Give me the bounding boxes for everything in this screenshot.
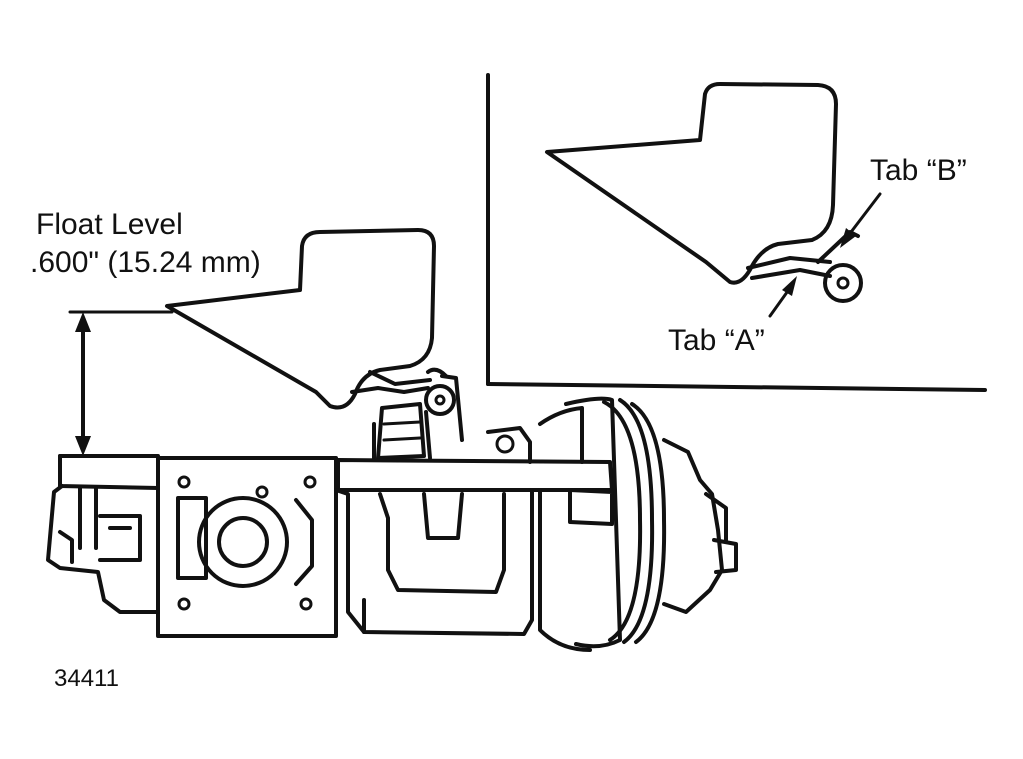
flange	[156, 456, 338, 638]
main-body-right	[486, 396, 738, 652]
main-body-left	[46, 484, 160, 614]
float-level-title: Float Level	[36, 208, 183, 241]
inset-frame	[486, 73, 987, 392]
tab-b-arrow	[840, 192, 882, 248]
main-body-middle	[334, 488, 534, 636]
tab-a-label: Tab “A”	[668, 324, 765, 357]
float-level-dimension	[68, 310, 174, 456]
main-float	[165, 228, 464, 442]
inset-float	[545, 82, 863, 303]
needle-seat	[372, 402, 432, 460]
figure-number: 34411	[54, 665, 119, 692]
tab-b-label: Tab “B”	[870, 154, 967, 187]
float-level-value: .600" (15.24 mm)	[30, 246, 261, 279]
tab-a-arrow	[768, 276, 797, 318]
